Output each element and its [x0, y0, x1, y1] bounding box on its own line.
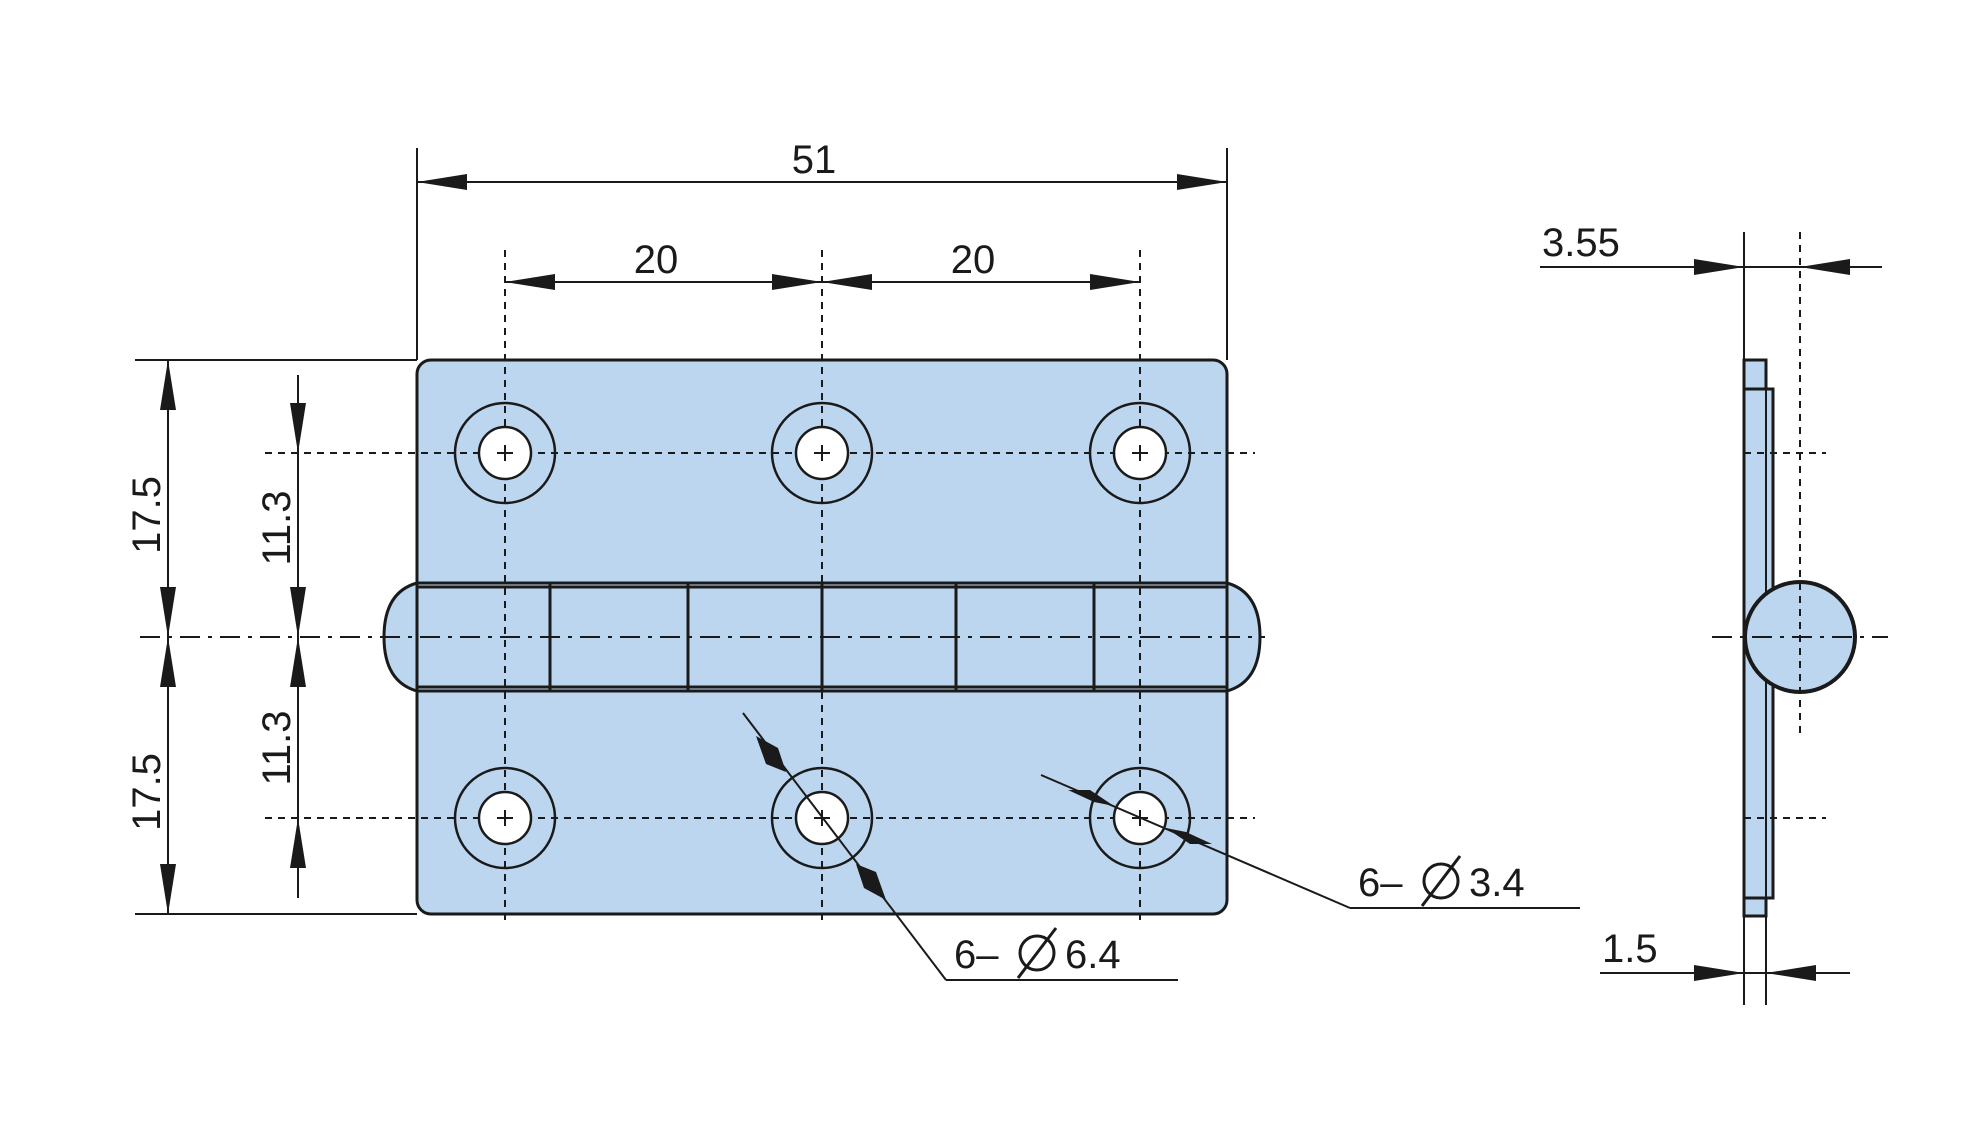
dimension-hole-pitch: 20 20 [505, 238, 1140, 290]
dimension-label-pitch-left: 20 [634, 238, 679, 282]
dimension-label-leaf-height-bottom: 17.5 [125, 753, 169, 831]
callout-hole-diameter: 6– 3.4 [1040, 774, 1580, 909]
dimension-label-pitch-right: 20 [951, 238, 996, 282]
countersunk-hole [1088, 401, 1192, 505]
callout-hole-prefix: 6– [1358, 861, 1403, 905]
dimension-side-pin-offset: 3.55 [1540, 221, 1882, 360]
dimension-label-side-pin-offset: 3.55 [1542, 221, 1620, 265]
dimension-label-leaf-height-top: 17.5 [125, 476, 169, 554]
diameter-symbol-icon [1016, 927, 1058, 979]
callout-hole-value: 3.4 [1469, 861, 1525, 905]
callout-countersink-prefix: 6– [954, 933, 999, 977]
front-view: 51 20 20 17.5 17.5 [125, 138, 1580, 981]
callout-countersink-value: 6.4 [1065, 933, 1121, 977]
side-view: 3.55 1.5 [1540, 221, 1888, 1005]
countersunk-hole [453, 401, 557, 505]
diameter-symbol-icon [1420, 855, 1462, 907]
dimension-label-side-thickness: 1.5 [1602, 927, 1658, 971]
dimension-label-overall-width: 51 [792, 138, 837, 182]
dimension-label-hole-offset-bottom: 11.3 [255, 711, 299, 786]
dimension-overall-width: 51 [416, 138, 1228, 360]
countersunk-hole [453, 766, 557, 870]
callout-countersink-diameter: 6– 6.4 [742, 712, 1178, 981]
dimension-label-hole-offset-top: 11.3 [255, 491, 299, 566]
dimension-leaf-height: 17.5 17.5 [125, 359, 417, 915]
countersunk-hole [770, 401, 874, 505]
dimension-side-thickness: 1.5 [1600, 916, 1850, 1005]
dimension-hole-offset: 11.3 11.3 [255, 375, 306, 898]
